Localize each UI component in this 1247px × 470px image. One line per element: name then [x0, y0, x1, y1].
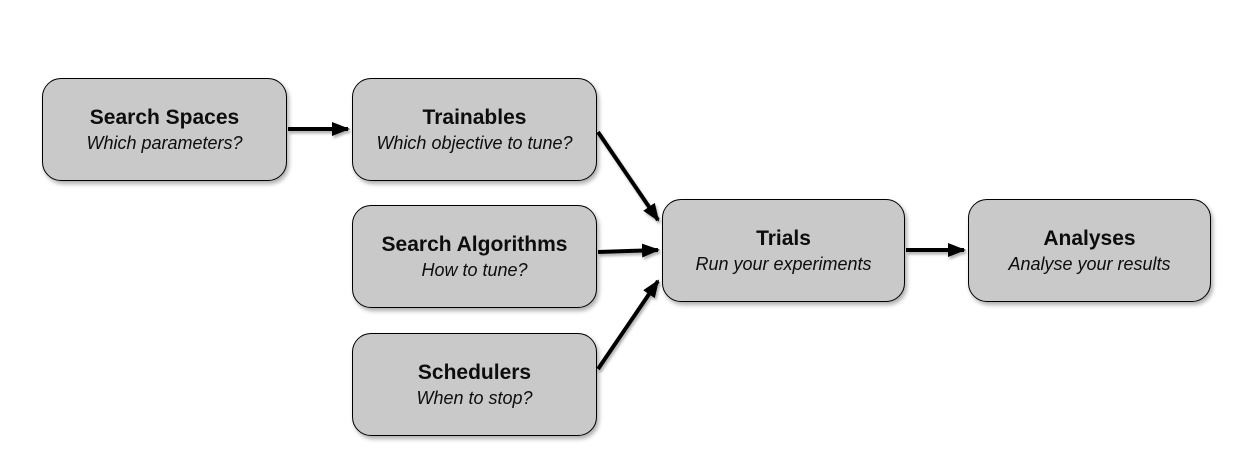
- node-schedulers-subtitle: When to stop?: [416, 387, 533, 408]
- node-search-algorithms-title: Search Algorithms: [381, 232, 568, 256]
- node-search-spaces-subtitle: Which parameters?: [86, 132, 243, 153]
- node-trials-subtitle: Run your experiments: [695, 253, 872, 274]
- node-schedulers-title: Schedulers: [417, 360, 532, 384]
- arrow-trainables-to-trials: [596, 130, 660, 222]
- node-analyses-title: Analyses: [1043, 226, 1136, 250]
- node-trials: Trials Run your experiments: [662, 199, 905, 302]
- node-search-spaces: Search Spaces Which parameters?: [42, 78, 287, 181]
- node-search-algorithms: Search Algorithms How to tune?: [352, 205, 597, 308]
- node-trainables: Trainables Which objective to tune?: [352, 78, 597, 181]
- node-search-algorithms-subtitle: How to tune?: [421, 259, 528, 280]
- node-analyses: Analyses Analyse your results: [968, 199, 1211, 302]
- node-trainables-title: Trainables: [422, 105, 527, 129]
- node-analyses-subtitle: Analyse your results: [1008, 253, 1171, 274]
- arrow-search-algorithms-to-trials: [597, 243, 660, 258]
- node-trainables-subtitle: Which objective to tune?: [376, 132, 573, 153]
- node-search-spaces-title: Search Spaces: [89, 105, 240, 129]
- arrow-schedulers-to-trials: [596, 279, 660, 371]
- node-schedulers: Schedulers When to stop?: [352, 333, 597, 436]
- node-trials-title: Trials: [756, 226, 811, 250]
